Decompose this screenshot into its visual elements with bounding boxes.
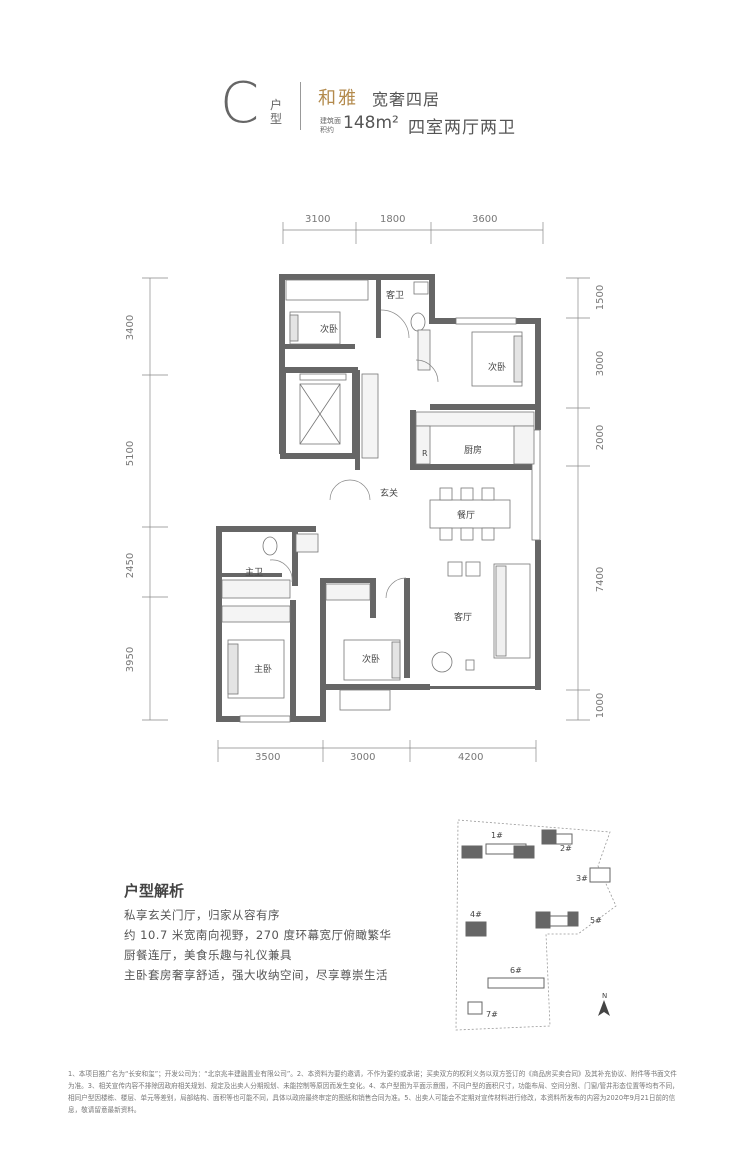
building-4-label: 4# xyxy=(470,910,482,919)
dim-right-3: 2000 xyxy=(595,424,607,451)
header-divider xyxy=(300,82,301,130)
building-7-label: 7# xyxy=(486,1010,498,1019)
walls xyxy=(216,274,541,722)
room-guest-bath: 客卫 xyxy=(386,291,405,301)
north-arrow-icon: N xyxy=(602,992,608,1000)
room-bedroom-nw: 次卧 xyxy=(320,325,339,335)
room-foyer: 玄关 xyxy=(380,489,399,499)
dim-left-3: 2450 xyxy=(125,552,137,579)
building-2-label: 2# xyxy=(560,844,572,853)
dim-right-1: 1500 xyxy=(595,284,607,311)
unit-type-label: 户型 xyxy=(270,98,283,126)
dim-top-2: 1800 xyxy=(380,214,406,225)
analysis-item: 厨餐连厅，美食乐趣与礼仪兼具 xyxy=(124,948,292,962)
area-label: 建筑面积约 xyxy=(320,117,341,134)
unit-rooms: 四室两厅两卫 xyxy=(408,118,516,138)
building-6-label: 6# xyxy=(510,966,522,975)
room-master-bath: 主卫 xyxy=(245,568,264,578)
dim-top-1: 3100 xyxy=(305,214,331,225)
building-3-label: 3# xyxy=(576,874,588,883)
analysis-item: 私享玄关门厅，归家从容有序 xyxy=(124,908,280,922)
door-arcs xyxy=(269,309,439,599)
room-bedroom-ne: 次卧 xyxy=(488,363,507,373)
windows xyxy=(239,279,541,723)
dim-right-4: 7400 xyxy=(595,566,607,593)
dim-left-2: 5100 xyxy=(125,440,137,467)
dim-bottom-1: 3500 xyxy=(255,752,281,763)
unit-area: 148m² xyxy=(343,113,399,133)
dim-right-5: 1000 xyxy=(595,692,607,719)
fridge-label: R xyxy=(422,449,428,458)
analysis-title: 户型解析 xyxy=(124,882,185,900)
site-map xyxy=(455,819,617,1031)
building-5-label: 5# xyxy=(590,916,602,925)
room-dining: 餐厅 xyxy=(457,511,476,521)
dimension-lines xyxy=(142,222,590,762)
dim-left-4: 3950 xyxy=(125,646,137,673)
dim-bottom-3: 4200 xyxy=(458,752,484,763)
room-master-bedroom: 主卧 xyxy=(254,665,273,675)
room-living: 客厅 xyxy=(454,613,473,623)
furniture xyxy=(221,281,535,699)
dim-right-2: 3000 xyxy=(595,350,607,377)
analysis-item: 约 10.7 米宽南向视野，270 度环幕宽厅俯瞰繁华 xyxy=(124,928,392,942)
footnote: 1、本项目推广名为“长安和玺”；开发公司为：“北京兆丰建融置业有限公司”。2、本… xyxy=(68,1070,679,1114)
room-bedroom-s: 次卧 xyxy=(362,655,381,665)
room-kitchen: 厨房 xyxy=(464,446,483,456)
dim-bottom-2: 3000 xyxy=(350,752,376,763)
unit-letter: C xyxy=(220,71,260,136)
dim-left-1: 3400 xyxy=(125,314,137,341)
floor-plan xyxy=(142,222,590,762)
analysis-item: 主卧套房奢享舒适，强大收纳空间，尽享尊崇生活 xyxy=(124,968,388,982)
dim-top-3: 3600 xyxy=(472,214,498,225)
unit-type-desc: 宽奢四居 xyxy=(372,90,441,109)
building-1-label: 1# xyxy=(491,831,503,840)
brand-name: 和雅 xyxy=(318,88,358,109)
